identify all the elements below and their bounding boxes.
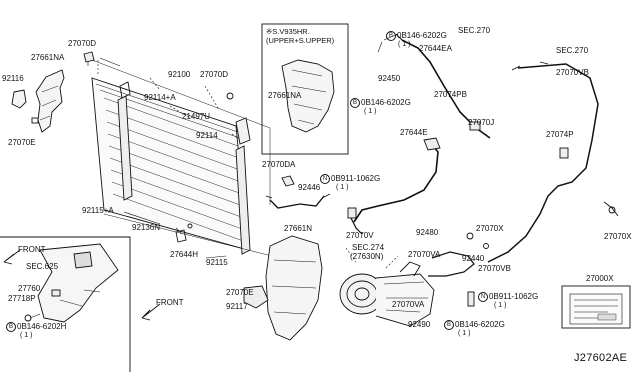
part-label: 27070D bbox=[68, 39, 97, 48]
qty-label: ( 1 ) bbox=[494, 302, 507, 309]
part-label: 27070VA bbox=[408, 250, 441, 259]
condenser-frame bbox=[91, 77, 249, 251]
pipe-92446 bbox=[269, 195, 325, 209]
label-box-27000x bbox=[561, 285, 631, 329]
hose-27070va bbox=[428, 251, 475, 277]
part-label: 27070VB bbox=[556, 68, 589, 77]
section-ref: SEC.274 bbox=[352, 243, 385, 252]
qty-label: ( 1 ) bbox=[364, 108, 377, 115]
part-label: 27661N bbox=[284, 224, 313, 233]
part-label: (27630N) bbox=[350, 252, 384, 261]
shroud-upper bbox=[281, 59, 335, 133]
part-label: 27070E bbox=[8, 138, 36, 147]
part-label: 92115 bbox=[206, 258, 228, 267]
part-label: 27000X bbox=[586, 274, 614, 283]
inset-upper-box bbox=[261, 23, 349, 155]
qty-label: ( 1 ) bbox=[20, 332, 33, 339]
section-ref: SEC.270 bbox=[458, 26, 491, 35]
part-label: 92117 bbox=[226, 302, 248, 311]
seal-92116 bbox=[11, 89, 27, 109]
qty-label: ( 1 ) bbox=[398, 41, 411, 48]
part-label: 27644H bbox=[170, 250, 199, 259]
bracket-27661na bbox=[35, 69, 65, 133]
clip-27070e bbox=[31, 117, 39, 124]
part-label: 92136N bbox=[132, 223, 161, 232]
part-label: 27074P bbox=[546, 130, 574, 139]
diagram-code: J27602AE bbox=[574, 352, 628, 364]
part-label: 27661NA bbox=[268, 91, 302, 100]
part-label: 92114+A bbox=[144, 93, 176, 102]
part-label: 21497U bbox=[182, 112, 211, 121]
part-label: 92440 bbox=[462, 254, 485, 263]
part-label: 27070V bbox=[346, 231, 374, 240]
qty-label: ( 1 ) bbox=[458, 330, 471, 337]
part-label: 27760 bbox=[18, 284, 41, 293]
front-label: FRONT bbox=[18, 245, 46, 254]
section-ref: SEC.270 bbox=[556, 46, 589, 55]
part-label: 92116 bbox=[2, 74, 24, 83]
part-label: 27074PB bbox=[434, 90, 467, 99]
pipe-92440 bbox=[487, 63, 599, 263]
part-label: 27644E bbox=[400, 128, 428, 137]
part-label: 27718P bbox=[8, 294, 36, 303]
inset-lower-box bbox=[0, 236, 131, 372]
part-label: 92480 bbox=[416, 228, 439, 237]
part-label: 27070D bbox=[200, 70, 229, 79]
part-label: 92100 bbox=[168, 70, 191, 79]
part-label: 27644EA bbox=[419, 44, 452, 53]
part-label: 92450 bbox=[378, 74, 401, 83]
part-label: 92490 bbox=[408, 320, 431, 329]
part-label: 27070VB bbox=[478, 264, 511, 273]
compressor-27630n bbox=[339, 261, 435, 327]
part-label: 27070X bbox=[604, 232, 632, 241]
front-label: FRONT bbox=[156, 298, 184, 307]
front-arrow-left-icon bbox=[3, 249, 21, 265]
part-label: 27070VA bbox=[392, 300, 425, 309]
part-label: 27070DA bbox=[262, 160, 296, 169]
part-label: 92446 bbox=[298, 183, 321, 192]
inset-upper-title: ※S.V935HR. (UPPER+S.UPPER) bbox=[266, 27, 335, 45]
part-label: 27070J bbox=[468, 118, 495, 127]
section-ref: SEC.625 bbox=[26, 262, 59, 271]
qty-label: ( 1 ) bbox=[336, 184, 349, 191]
part-label: 27661NA bbox=[31, 53, 65, 62]
part-label: 27070E bbox=[226, 288, 254, 297]
hose-92480 bbox=[353, 141, 439, 223]
part-label: 92115+A bbox=[82, 206, 114, 215]
part-label: 92114 bbox=[196, 131, 218, 140]
front-arrow-right-icon bbox=[141, 303, 161, 321]
part-label: 27070X bbox=[476, 224, 504, 233]
